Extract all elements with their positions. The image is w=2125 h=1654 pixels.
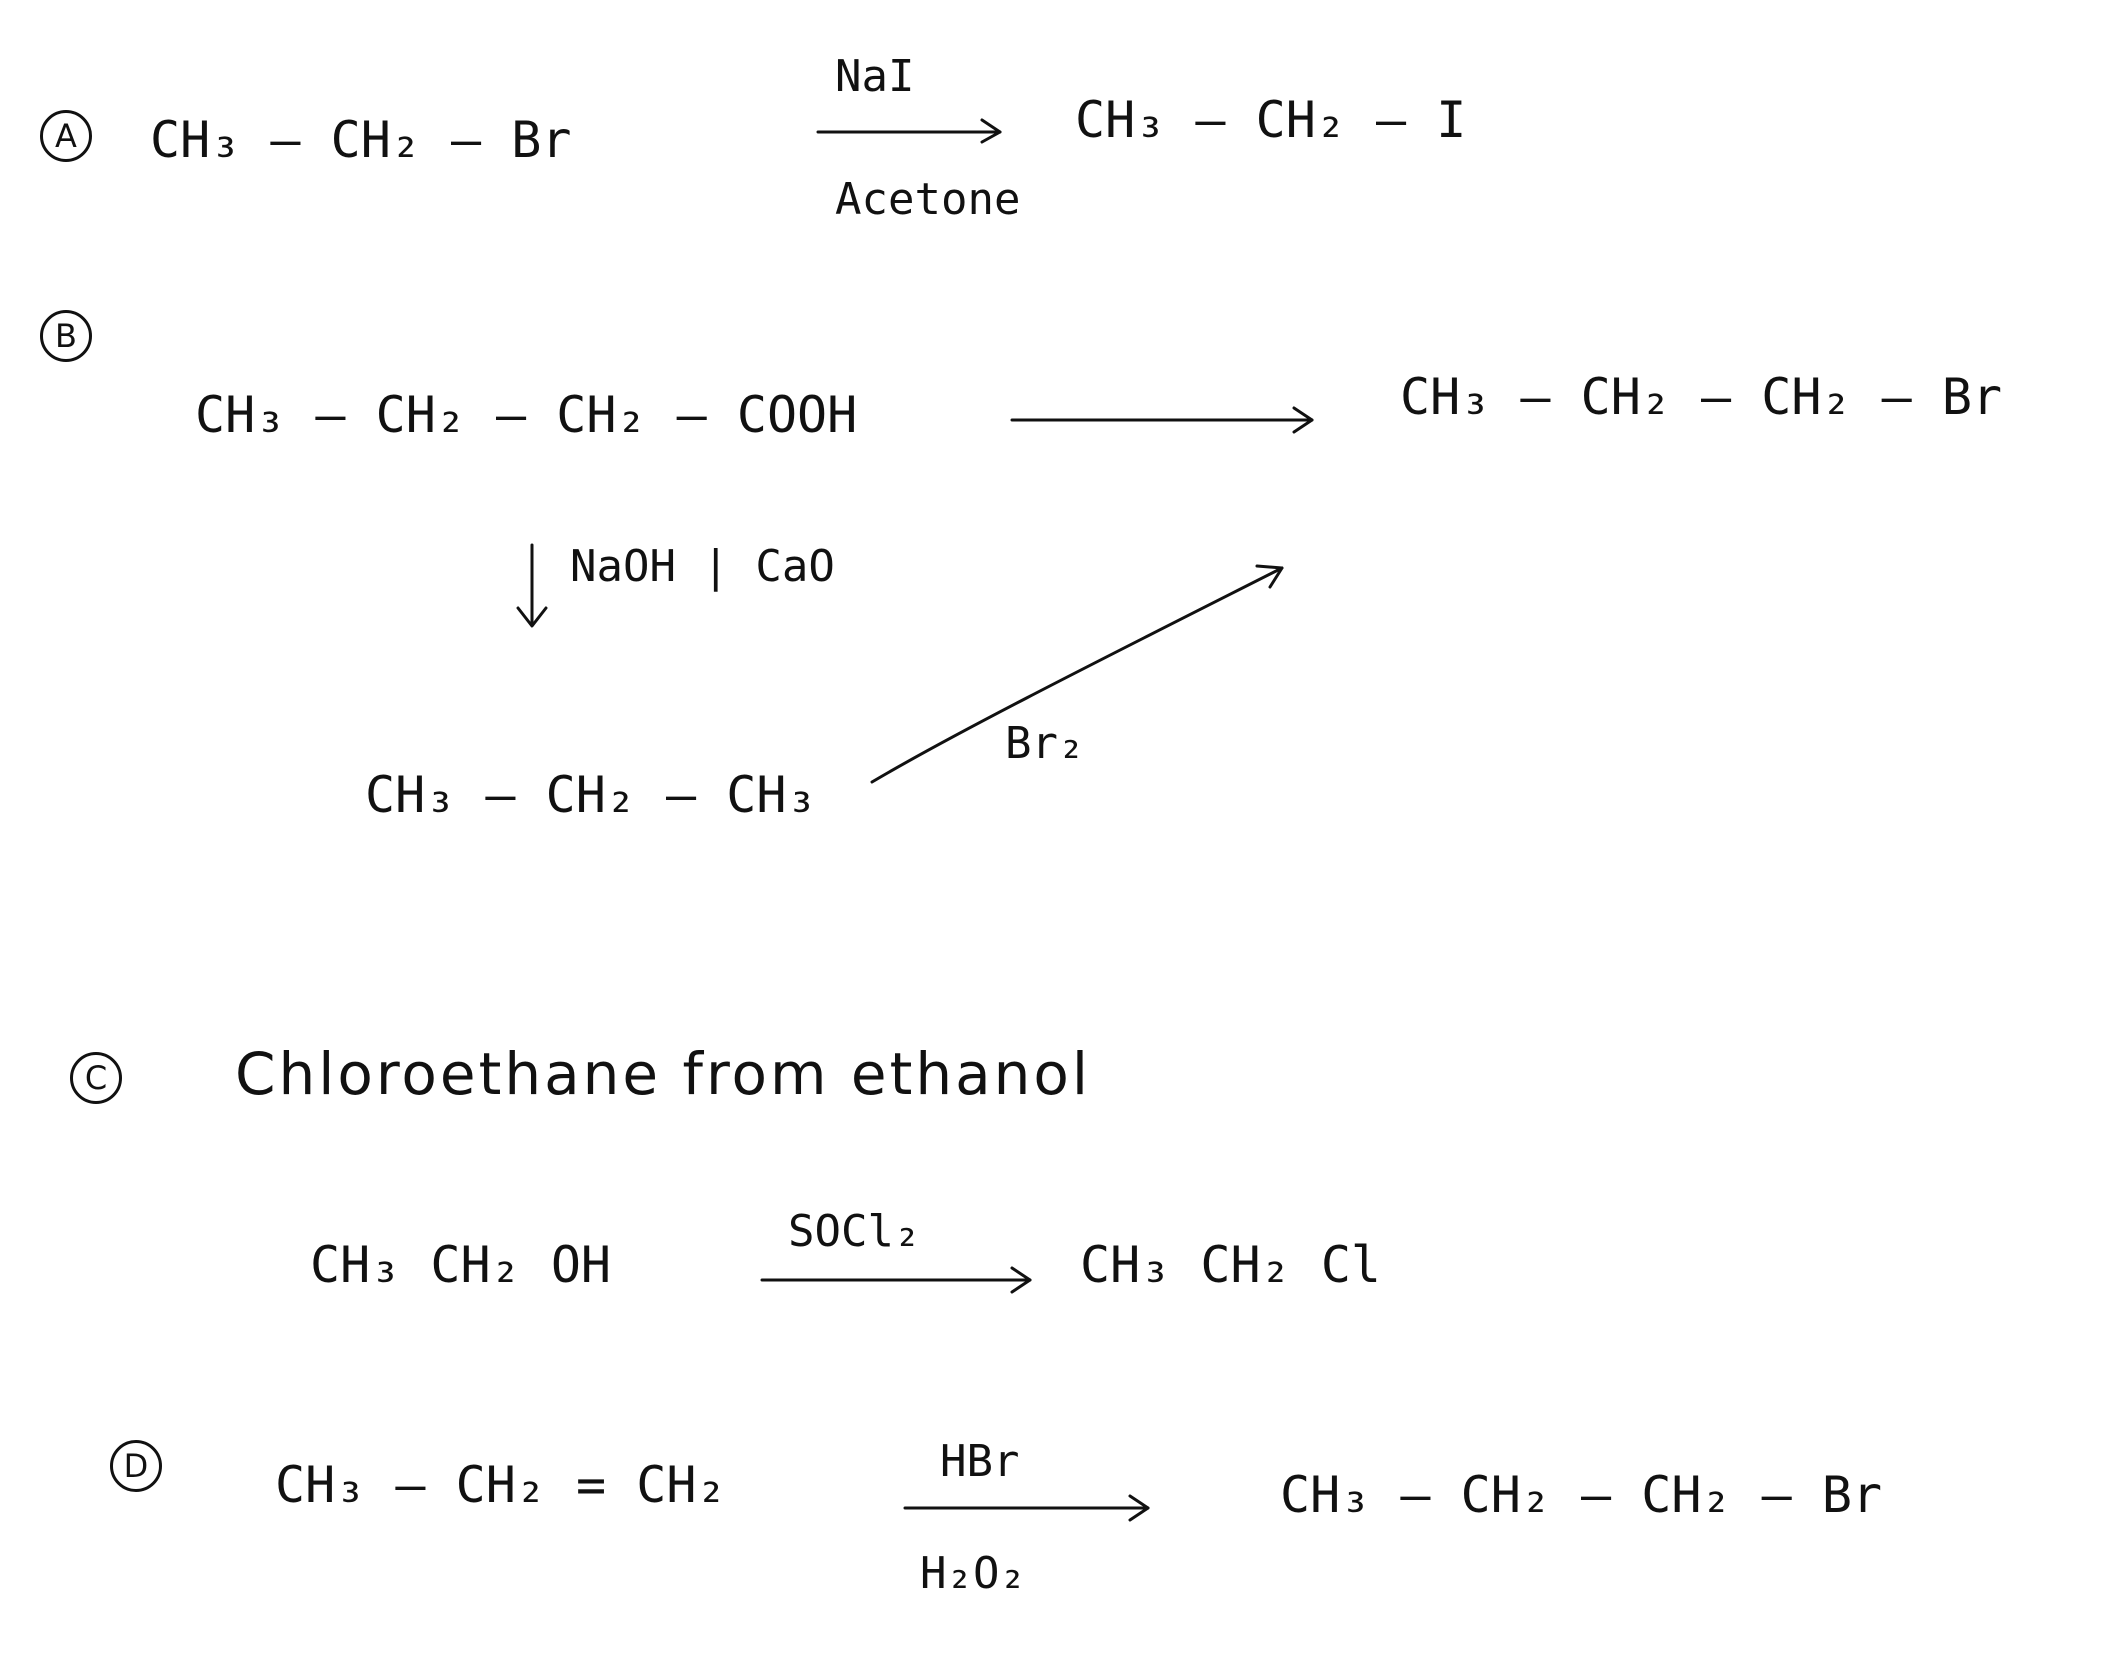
reaction-a-reagent-top: NaI — [835, 51, 915, 102]
arrow-a — [816, 118, 1002, 144]
arrow-c — [760, 1266, 1032, 1294]
reaction-b-diagonal-reagent: Br₂ — [1005, 718, 1085, 769]
arrow-b-down — [516, 543, 548, 628]
reaction-d-reagent-bottom: H₂O₂ — [920, 1548, 1026, 1599]
reaction-b-product: CH₃ – CH₂ – CH₂ – Br — [1400, 368, 2003, 426]
section-label-c: C — [70, 1052, 122, 1104]
section-label-d: D — [110, 1440, 162, 1492]
arrow-d — [903, 1494, 1150, 1522]
reaction-b-reactant: CH₃ – CH₂ – CH₂ – COOH — [195, 386, 858, 444]
reaction-a-reactant: CH₃ – CH₂ – Br — [150, 111, 572, 169]
reaction-a-product: CH₃ – CH₂ – I — [1075, 91, 1467, 149]
reaction-b-intermediate: CH₃ – CH₂ – CH₃ — [365, 766, 817, 824]
section-label-b: B — [40, 310, 92, 362]
reaction-d-reagent-top: HBr — [940, 1436, 1020, 1487]
reaction-c-reagent-top: SOCl₂ — [788, 1206, 921, 1257]
reaction-b-down-reagent: NaOH | CaO — [570, 541, 835, 592]
reaction-c-reactant: CH₃ CH₂ OH — [310, 1236, 612, 1294]
section-label-a: A — [40, 110, 92, 162]
arrow-b-horizontal — [1010, 406, 1314, 434]
reaction-d-reactant: CH₃ – CH₂ = CH₂ — [275, 1456, 727, 1514]
reaction-d-product: CH₃ – CH₂ – CH₂ – Br — [1280, 1466, 1883, 1524]
reaction-a-reagent-bottom: Acetone — [835, 174, 1021, 225]
section-c-title: Chloroethane from ethanol — [235, 1040, 1092, 1108]
reaction-c-product: CH₃ CH₂ Cl — [1080, 1236, 1382, 1294]
